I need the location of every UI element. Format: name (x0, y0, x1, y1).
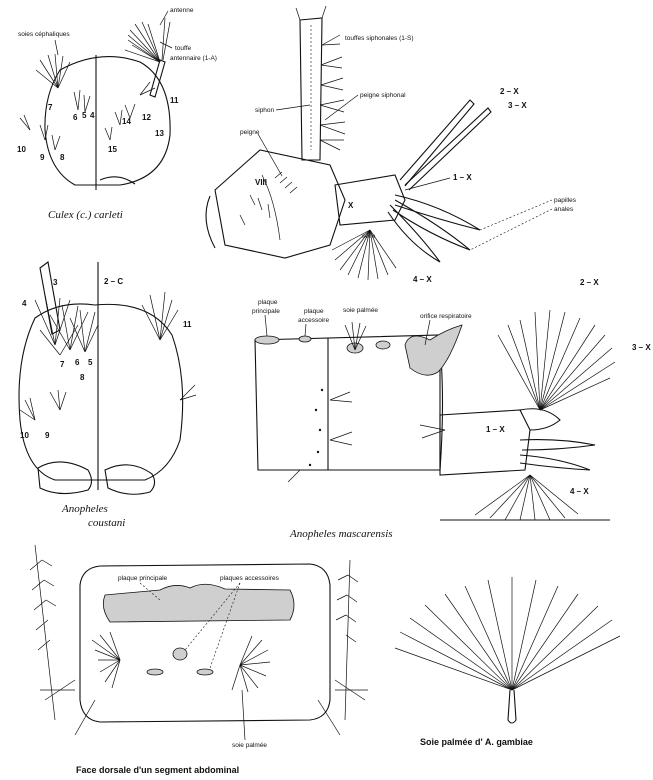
mascarensis-plaque-principale (255, 336, 279, 344)
culex-seta-11: 11 (170, 96, 179, 105)
culex-seta-12: 12 (142, 113, 151, 122)
mascarensis-4x-label: 4 – X (570, 487, 589, 496)
gambiae-palmate-figure: Soie palmée d' A. gambiae (395, 577, 620, 747)
culex-seta-10: 10 (17, 145, 26, 154)
dorsal-plaque-principale (103, 584, 294, 622)
dorsal-segment-figure: plaque principale plaques accessoires so… (30, 545, 368, 775)
segment-x-label: X (348, 201, 354, 210)
peigne-label: peigne (240, 129, 260, 136)
mascarensis-plaque-principale-label-2: principale (252, 308, 280, 315)
coustani-caption-2: coustani (88, 517, 125, 529)
siphon-label: siphon (255, 107, 275, 114)
dorsal-caption: Face dorsale d'un segment abdominal (76, 765, 239, 775)
coustani-caption-1: Anopheles (61, 503, 108, 515)
coustani-seta-7: 7 (60, 360, 65, 369)
siphon-2x-label: 2 – X (500, 87, 519, 96)
mascarensis-2x-label: 2 – X (580, 278, 599, 287)
culex-seta-9: 9 (40, 153, 45, 162)
coustani-seta-10: 10 (20, 431, 29, 440)
culex-seta-6: 6 (73, 113, 78, 122)
orifice-respiratoire-label: orifice respiratoire (420, 313, 472, 320)
coustani-seta-2c: 2 – C (104, 277, 123, 286)
dorsal-soie-palmee-label: soie palmée (232, 742, 267, 749)
coustani-seta-4: 4 (22, 299, 27, 308)
culex-siphon-figure: touffes siphonales (1-S) peigne siphonal… (206, 6, 577, 284)
culex-seta-15: 15 (108, 145, 117, 154)
mascarensis-1x-label: 1 – X (486, 425, 505, 434)
culex-seta-8: 8 (60, 153, 65, 162)
dorsal-plaques-accessoires-label: plaques accessoires (220, 575, 280, 582)
culex-soies-cephaliques-label: soies céphaliques (18, 31, 70, 38)
culex-seta-5: 5 (82, 111, 87, 120)
gambiae-caption: Soie palmée d' A. gambiae (420, 737, 533, 747)
culex-seta-4: 4 (90, 111, 95, 120)
coustani-seta-8: 8 (80, 373, 85, 382)
culex-head-figure: soies céphaliques antenne touffe antenna… (17, 7, 217, 221)
dorsal-plaque-principale-label: plaque principale (118, 575, 168, 582)
siphon-1x-label: 1 – X (453, 173, 472, 182)
culex-touffe-label-2: antennaire (1-A) (170, 55, 217, 62)
coustani-seta-5: 5 (88, 358, 93, 367)
mascarensis-plaque-accessoire-label-1: plaque (304, 308, 324, 315)
culex-touffe-label-1: touffe (175, 45, 192, 52)
culex-antenne-label: antenne (170, 7, 194, 14)
dorsal-soie-palmee-right (232, 636, 270, 692)
mascarensis-soie-palmee-label: soie palmée (343, 307, 378, 314)
culex-caption: Culex (c.) carleti (48, 209, 123, 221)
mascarensis-plaque-accessoire-label-2: accessoire (298, 317, 329, 324)
peigne-siphonal-label: peigne siphonal (360, 92, 406, 99)
culex-seta-13: 13 (155, 129, 164, 138)
mascarensis-plaque-principale-label-1: plaque (258, 299, 278, 306)
coustani-head-figure: 3 2 – C 4 11 7 6 5 8 10 9 Anopheles cous… (19, 262, 196, 529)
segment-viii-label: VIII (255, 178, 267, 187)
coustani-seta-9: 9 (45, 431, 50, 440)
mascarensis-plaque-accessoire (299, 336, 311, 342)
touffes-siphonales-label: touffes siphonales (1-S) (345, 35, 414, 42)
papilles-label-2: anales (554, 206, 574, 213)
coustani-seta-6: 6 (75, 358, 80, 367)
dorsal-soie-palmee-left (92, 632, 120, 688)
papilles-label-1: papilles (554, 197, 577, 204)
mascarensis-figure: plaque principale plaque accessoire soie… (252, 278, 651, 540)
culex-seta-7: 7 (48, 103, 53, 112)
selle-label: selle (362, 233, 376, 240)
culex-seta-14: 14 (122, 117, 131, 126)
mascarensis-caption: Anopheles mascarensis (289, 528, 393, 540)
coustani-seta-3: 3 (53, 278, 58, 287)
coustani-seta-11: 11 (183, 320, 192, 329)
mascarensis-3x-label: 3 – X (632, 343, 651, 352)
siphon-4x-label: 4 – X (413, 275, 432, 284)
siphon-3x-label: 3 – X (508, 101, 527, 110)
